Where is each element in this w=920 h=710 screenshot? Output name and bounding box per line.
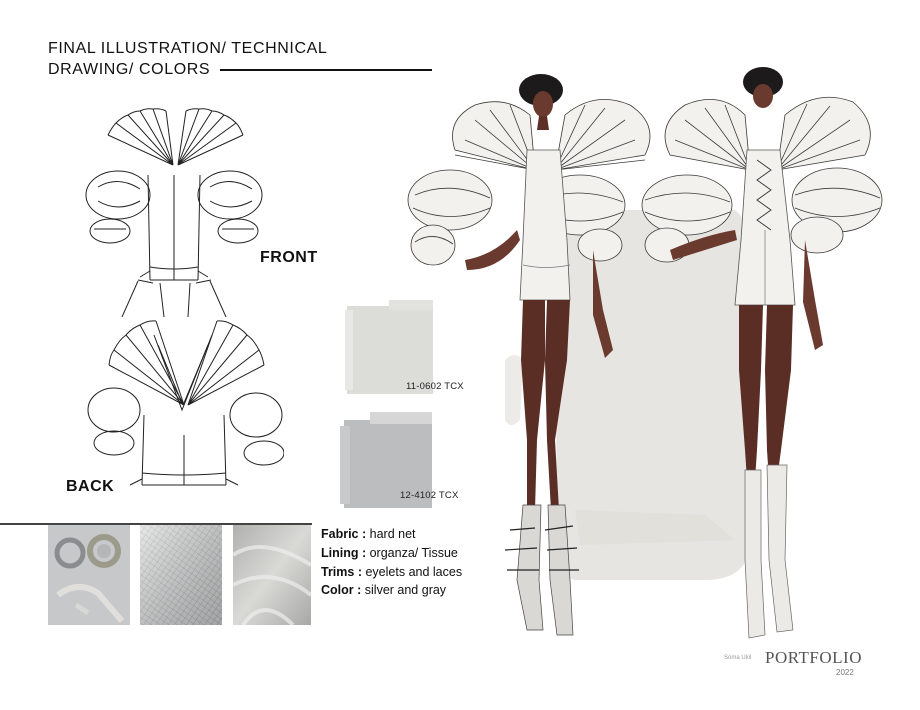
swatch-2-code: 12-4102 TCX: [400, 490, 459, 501]
materials-divider: [0, 523, 312, 525]
organza-tissue-photo: [233, 525, 311, 625]
spec-key: Fabric :: [321, 527, 367, 541]
portfolio-year: 2022: [836, 668, 854, 677]
page-title: FINAL ILLUSTRATION/ TECHNICAL DRAWING/ C…: [48, 38, 327, 80]
spec-key: Trims :: [321, 564, 362, 579]
swatch-1-code: 11-0602 TCX: [406, 381, 464, 392]
technical-drawing-front: [85, 108, 263, 317]
fashion-illustration: [407, 67, 883, 639]
spec-key: Color :: [321, 583, 362, 598]
spec-row-color: Color : silver and gray: [321, 581, 462, 600]
spec-value: eyelets and laces: [365, 564, 463, 579]
spec-row-fabric: Fabric : hard net: [321, 525, 462, 544]
fabric-specs: Fabric : hard net Lining : organza/ Tiss…: [321, 525, 462, 600]
title-line-1: FINAL ILLUSTRATION/ TECHNICAL: [48, 40, 328, 57]
title-line-2: DRAWING/ COLORS: [48, 61, 211, 78]
designer-signature: Soma Ukil: [724, 655, 752, 661]
technical-drawing-back: [87, 320, 284, 486]
back-label: BACK: [66, 478, 115, 495]
portfolio-wordmark: PORTFOLIO: [765, 648, 862, 667]
figure-right: [641, 67, 883, 639]
spec-key: Lining :: [321, 545, 367, 560]
color-swatch-2: [340, 412, 432, 508]
spec-value: organza/ Tissue: [369, 545, 458, 560]
title-underline: [220, 69, 432, 71]
spec-row-trims: Trims : eyelets and laces: [321, 563, 462, 582]
front-label: FRONT: [260, 249, 318, 266]
silver-net-photo: [140, 525, 222, 625]
spec-value: silver and gray: [364, 583, 447, 598]
spec-row-lining: Lining : organza/ Tissue: [321, 544, 462, 563]
eyelets-and-ribbon-photo: [48, 525, 130, 625]
color-swatch-1: [345, 300, 433, 394]
spec-value: hard net: [369, 527, 416, 541]
figure-left: [407, 74, 651, 636]
